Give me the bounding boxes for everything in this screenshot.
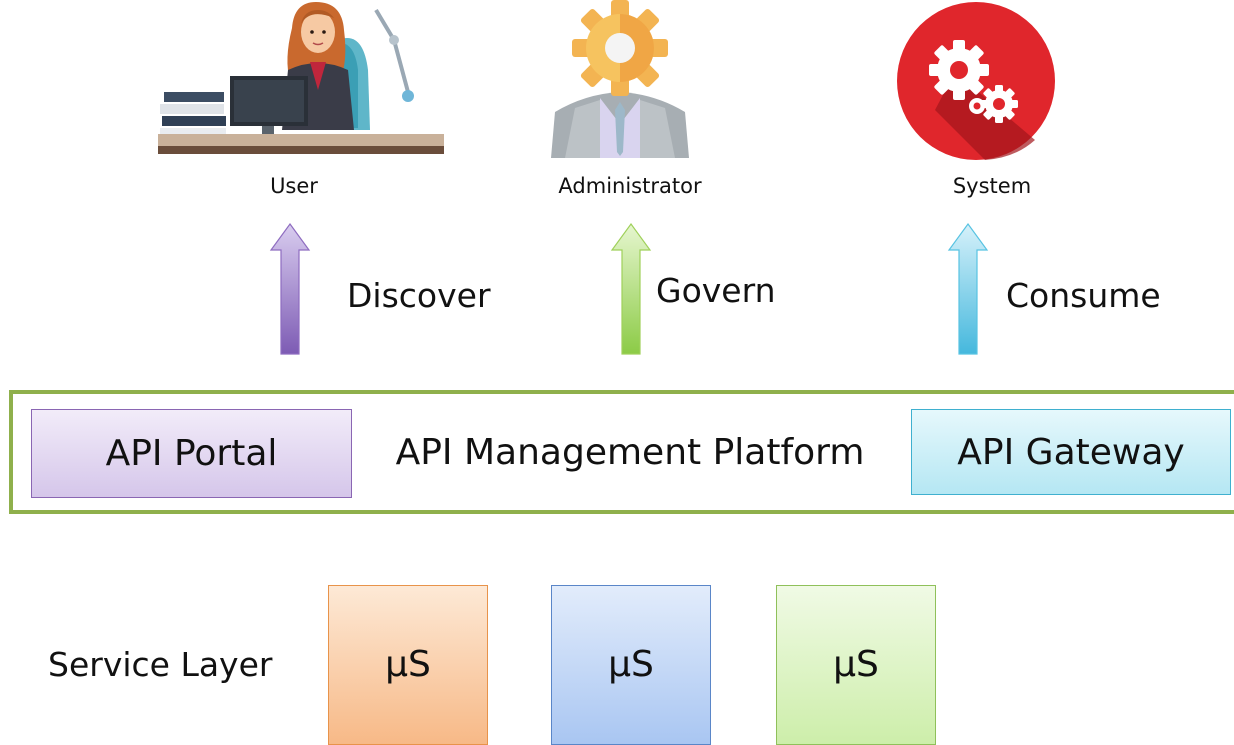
microservice-box: µS [776,585,936,745]
discover-arrow-icon [269,222,311,355]
platform-title: API Management Platform [395,432,865,473]
actor-label-user: User [270,174,318,198]
api-portal-label: API Portal [105,433,278,474]
actor-label-system: System [952,174,1032,198]
microservice-box: µS [328,585,488,745]
actor-label-administrator: Administrator [558,174,702,198]
service-layer-label: Service Layer [48,645,273,684]
flow-label-discover: Discover [347,276,491,315]
api-gateway-label: API Gateway [957,431,1185,473]
api-gateway-box: API Gateway [911,409,1231,495]
microservice-label: µS [385,644,431,685]
microservice-label: µS [833,644,879,685]
govern-arrow-icon [610,222,652,355]
consume-arrow-icon [947,222,989,355]
microservice-label: µS [608,644,654,685]
flow-label-govern: Govern [656,271,776,310]
user-at-desk-icon [158,2,444,154]
microservice-box: µS [551,585,711,745]
api-portal-box: API Portal [31,409,352,498]
system-gears-icon [897,2,1055,160]
administrator-gear-head-icon [551,0,689,158]
flow-label-consume: Consume [1006,276,1161,315]
